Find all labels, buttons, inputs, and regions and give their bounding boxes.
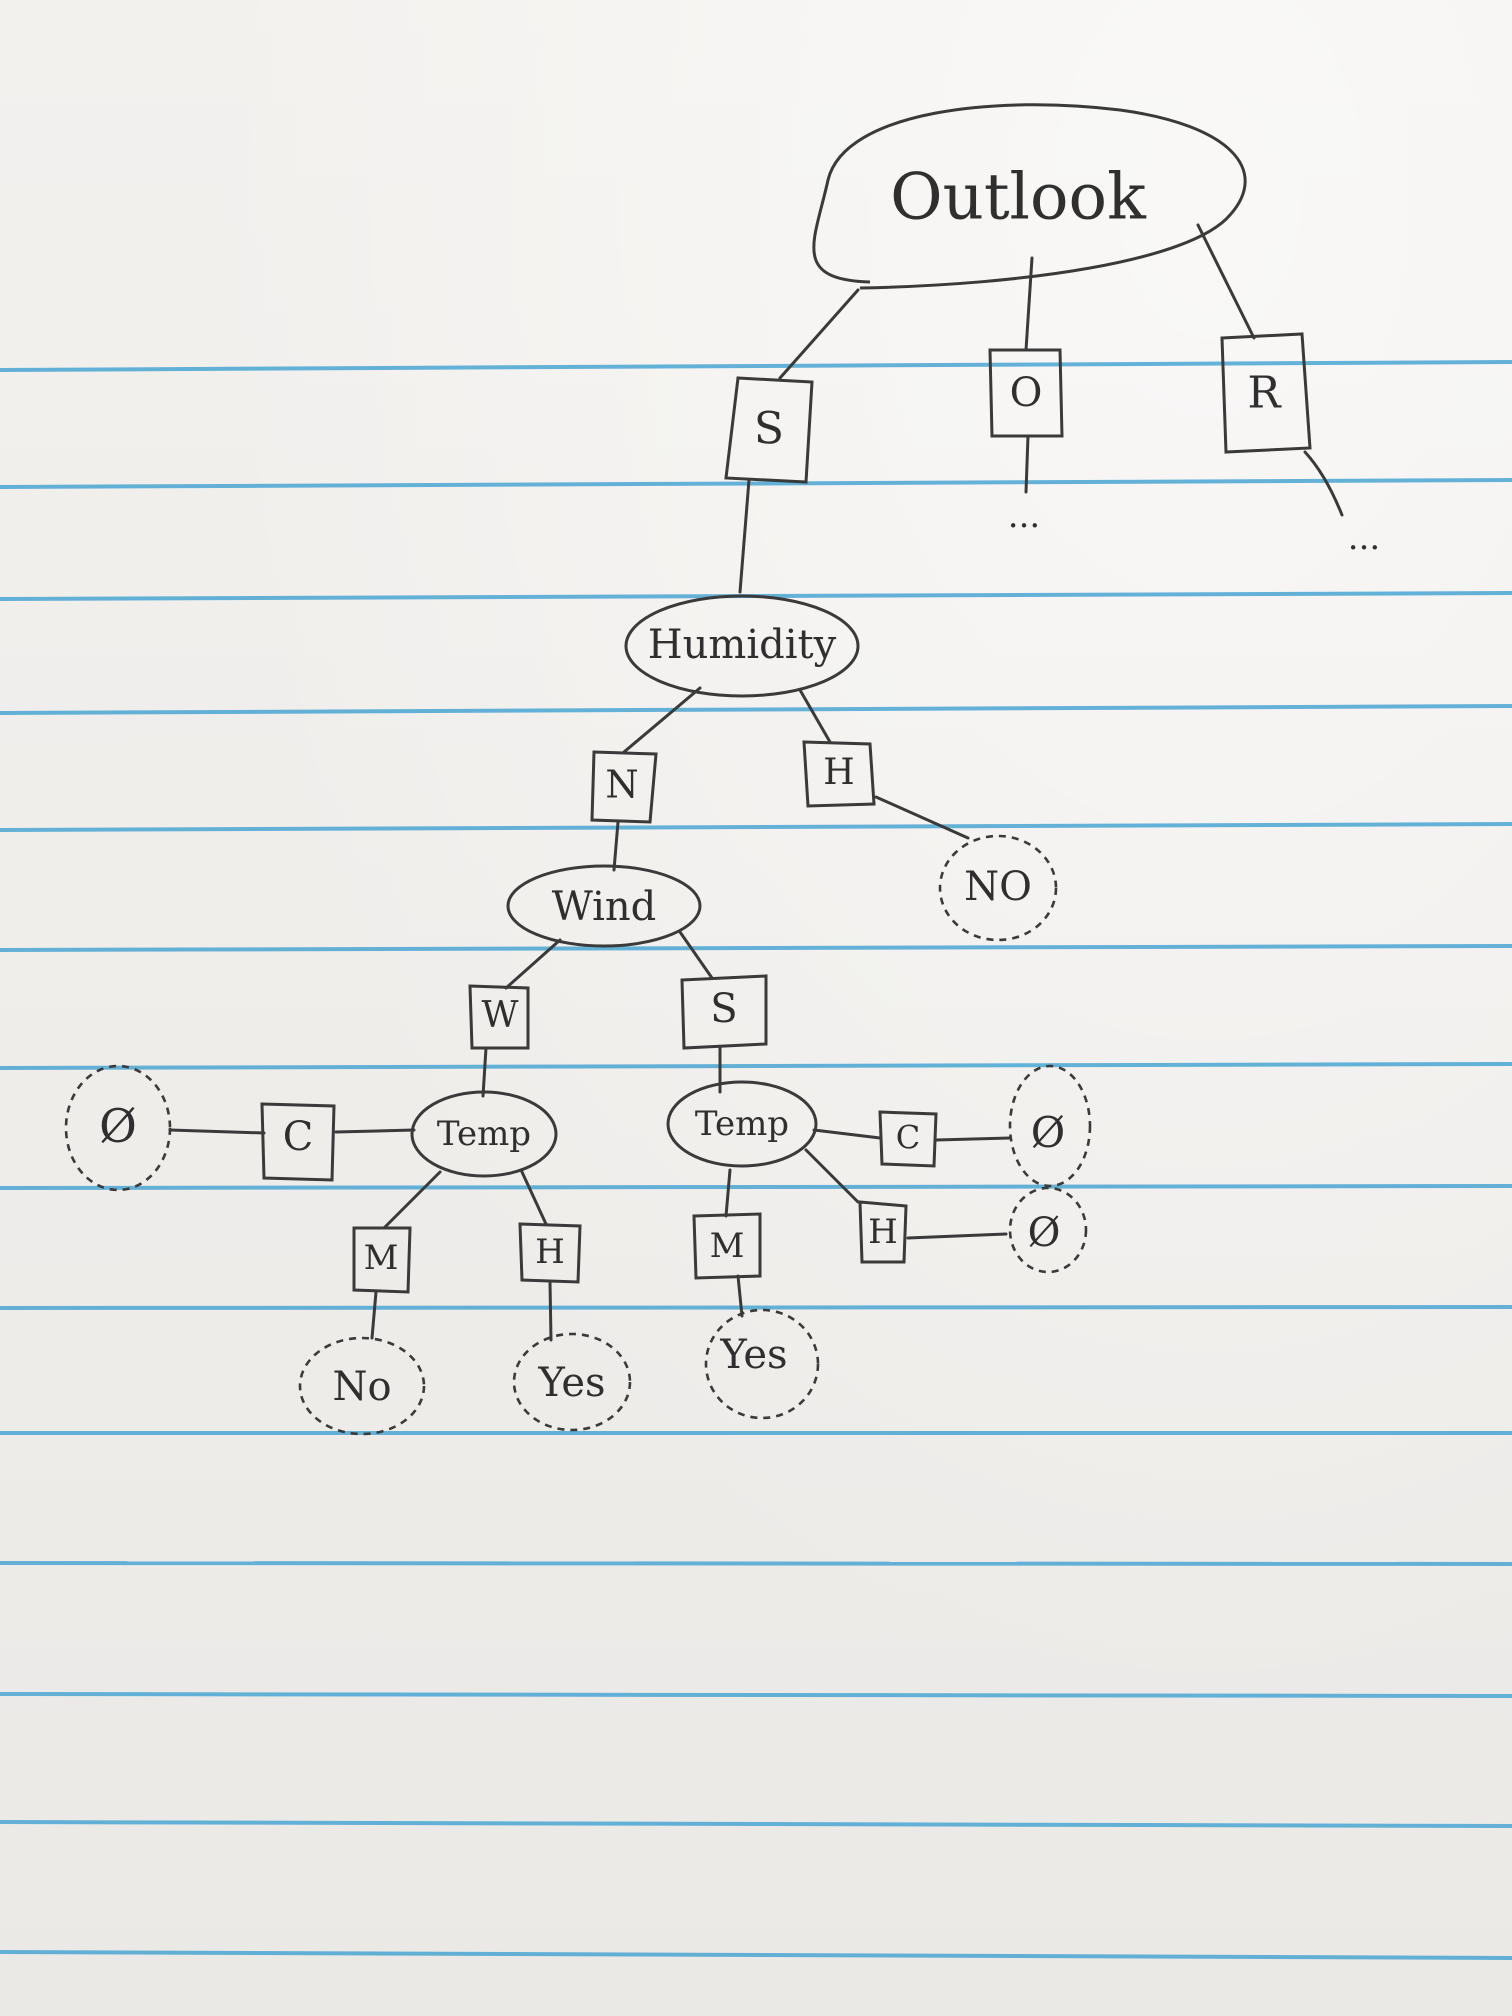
edge-hot-leaf2 bbox=[906, 1232, 1008, 1240]
branch-sunny-label: S bbox=[754, 404, 784, 455]
branch-temp-weak-cool-label: C bbox=[283, 1114, 314, 1160]
leaf-temp-strong-mild: Yes bbox=[704, 1308, 820, 1420]
edge-sunny-humidity bbox=[738, 478, 751, 594]
branch-temp-weak-hot: H bbox=[518, 1222, 582, 1284]
branch-rain-label: R bbox=[1247, 368, 1282, 419]
branch-temp-weak-hot-label: H bbox=[535, 1232, 565, 1272]
edge-humidity-high bbox=[798, 688, 832, 744]
branch-temp-weak-mild: M bbox=[352, 1226, 412, 1294]
edge-wind-weak bbox=[504, 938, 562, 990]
node-temp-weak: Temp bbox=[410, 1090, 558, 1178]
node-temp-strong-label: Temp bbox=[695, 1104, 789, 1144]
node-temp-strong: Temp bbox=[666, 1080, 818, 1168]
branch-temp-strong-hot-label: H bbox=[868, 1212, 898, 1252]
branch-normal-label: N bbox=[605, 763, 638, 807]
branch-rain: R bbox=[1220, 332, 1312, 454]
leaf-temp-strong-cool-label: Ø bbox=[1031, 1108, 1065, 1157]
leaf-temp-strong-hot-label: Ø bbox=[1028, 1210, 1061, 1256]
leaf-temp-weak-cool: Ø bbox=[64, 1064, 172, 1192]
node-temp-weak-label: Temp bbox=[437, 1114, 531, 1154]
leaf-temp-weak-hot: Yes bbox=[512, 1332, 632, 1432]
edge-weak-temp bbox=[481, 1046, 488, 1098]
overcast-ellipsis: ... bbox=[1008, 496, 1040, 536]
branch-strong: S bbox=[680, 974, 768, 1050]
branch-strong-label: S bbox=[710, 986, 737, 1032]
leaf-humidity-high-label: NO bbox=[964, 864, 1032, 910]
edge-outlook-sunny bbox=[778, 288, 860, 380]
branch-high-label: H bbox=[823, 752, 854, 793]
branch-high: H bbox=[802, 740, 876, 808]
tree-edges bbox=[168, 223, 1344, 1342]
edge-temp2-cool bbox=[812, 1128, 882, 1140]
branch-temp-strong-hot: H bbox=[858, 1200, 908, 1264]
node-wind-label: Wind bbox=[552, 884, 657, 930]
leaf-temp-strong-cool: Ø bbox=[1008, 1064, 1092, 1188]
node-outlook-label: Outlook bbox=[890, 161, 1147, 235]
leaf-temp-weak-mild-label: No bbox=[332, 1364, 391, 1410]
branch-weak: W bbox=[468, 984, 530, 1050]
edge-hot-yes bbox=[548, 1280, 553, 1342]
edge-outlook-rain bbox=[1196, 223, 1256, 340]
branch-overcast-label: O bbox=[1010, 370, 1043, 416]
branch-temp-strong-mild: M bbox=[692, 1212, 762, 1280]
edge-humidity-normal bbox=[622, 686, 702, 754]
leaf-temp-weak-hot-label: Yes bbox=[537, 1360, 605, 1406]
edge-temp1-cool bbox=[334, 1128, 416, 1134]
edge-temp2-mild bbox=[724, 1168, 732, 1218]
edge-temp2-hot bbox=[804, 1148, 860, 1204]
node-outlook: Outlook bbox=[812, 103, 1247, 290]
leaf-temp-strong-hot: Ø bbox=[1008, 1186, 1088, 1274]
node-humidity-label: Humidity bbox=[648, 622, 837, 668]
edge-cool-leaf1 bbox=[168, 1128, 266, 1135]
branch-overcast: O bbox=[988, 348, 1064, 438]
branch-temp-strong-mild-label: M bbox=[710, 1226, 745, 1266]
branch-temp-weak-cool: C bbox=[260, 1102, 336, 1182]
edge-normal-wind bbox=[612, 820, 620, 872]
branch-weak-label: W bbox=[481, 995, 518, 1036]
leaf-temp-weak-cool-label: Ø bbox=[99, 1099, 137, 1153]
edge-wind-strong bbox=[678, 930, 714, 980]
edge-high-no bbox=[874, 795, 970, 840]
edge-outlook-overcast bbox=[1024, 256, 1034, 352]
edge-mild-yes2 bbox=[736, 1274, 744, 1318]
ruled-lines bbox=[0, 360, 1512, 1960]
branch-temp-weak-mild-label: M bbox=[364, 1238, 399, 1278]
edge-mild-no bbox=[370, 1290, 378, 1340]
node-humidity: Humidity bbox=[624, 594, 860, 698]
edge-cool-leaf2 bbox=[934, 1136, 1012, 1142]
branch-sunny: S bbox=[724, 376, 814, 484]
edge-temp1-hot bbox=[520, 1170, 548, 1226]
leaf-temp-strong-mild-label: Yes bbox=[719, 1332, 787, 1378]
leaf-temp-weak-mild: No bbox=[298, 1336, 426, 1436]
branch-temp-strong-cool-label: C bbox=[896, 1119, 920, 1157]
branch-temp-strong-cool: C bbox=[878, 1110, 938, 1168]
edge-temp1-mild bbox=[382, 1170, 442, 1230]
node-wind: Wind bbox=[506, 864, 702, 948]
rain-ellipsis: ... bbox=[1348, 518, 1380, 558]
branch-normal: N bbox=[590, 750, 658, 824]
edge-overcast-continue bbox=[1024, 434, 1030, 494]
edge-rain-continue bbox=[1303, 450, 1344, 517]
leaf-humidity-high: NO bbox=[938, 834, 1058, 942]
